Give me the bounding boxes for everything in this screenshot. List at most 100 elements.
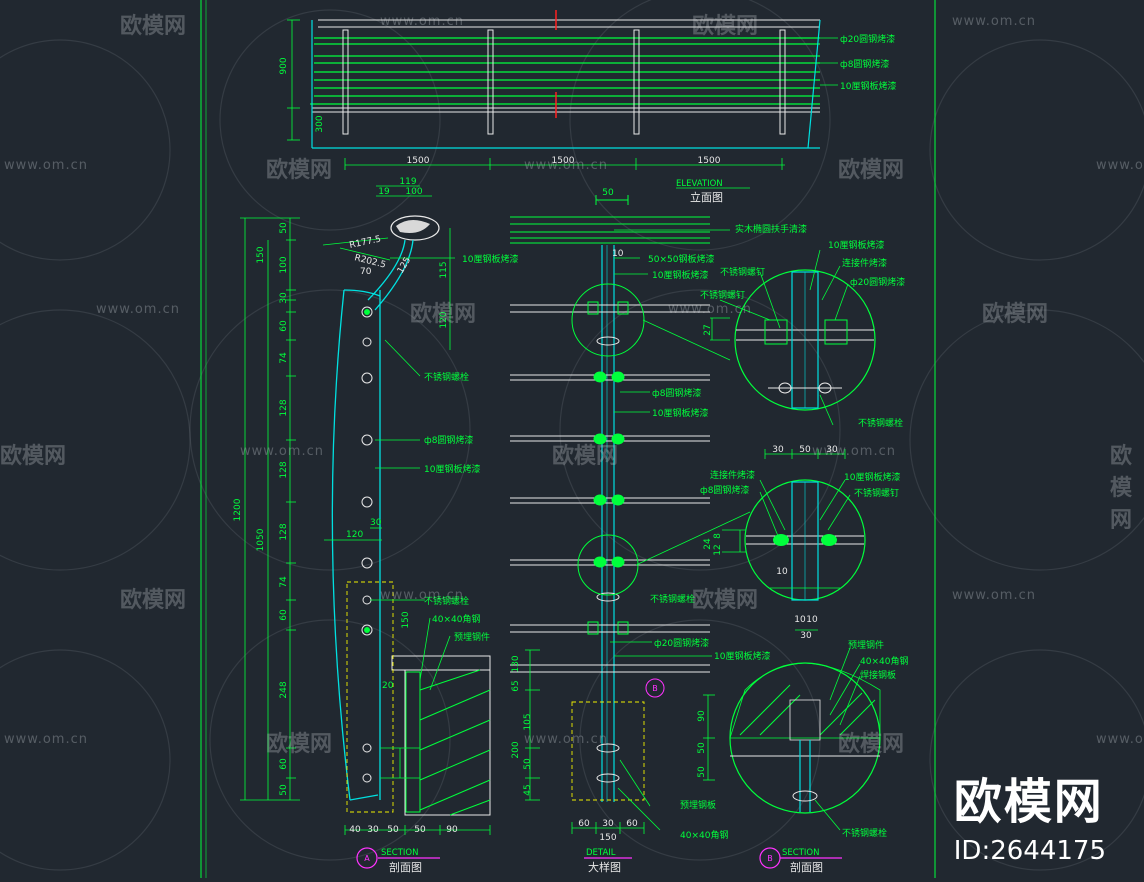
dt-dim-130: 130 xyxy=(511,655,521,672)
watermark-url: www.om.cn xyxy=(524,732,608,747)
section-a-bolt-top xyxy=(364,309,370,315)
sa-dim-19: 19 xyxy=(378,187,390,197)
watermark-url: www.om.cn xyxy=(380,14,464,29)
dt-title-en: DETAIL xyxy=(586,848,616,858)
sa-bot-50b: 50 xyxy=(414,825,426,835)
watermark-url: www.om.cn xyxy=(812,444,896,459)
watermark-logo: 欧模网 xyxy=(838,732,905,757)
sb-label-plate10: 10厘钢板烤漆 xyxy=(828,239,884,251)
sa-base-label-embed: 预埋钢件 xyxy=(454,631,490,643)
sb-mid-screw: 不锈钢螺钉 xyxy=(854,487,899,499)
elevation-rails xyxy=(312,19,820,113)
sa-seg-50b: 50 xyxy=(279,784,289,796)
watermark-logo: 欧模网 xyxy=(838,158,905,183)
sb-mid-connector: 连接件烤漆 xyxy=(710,469,755,481)
enlarge-middle xyxy=(744,479,866,601)
dt-label-angle: 40×40角钢 xyxy=(680,829,728,841)
sa-dim-120h: 120 xyxy=(346,530,363,540)
sb-dim-30b: 30 xyxy=(826,445,838,455)
detail-joints xyxy=(587,301,629,635)
sb-label-connector: 连接件烤漆 xyxy=(842,257,887,269)
watermark-url: www.om.cn xyxy=(1096,732,1144,747)
dt-dim-50: 50 xyxy=(602,188,614,198)
watermark-url: www.om.cn xyxy=(1096,158,1144,173)
sa-title-en: SECTION xyxy=(381,848,418,858)
elev-dim-1500-c: 1500 xyxy=(698,156,721,166)
sa-bot-90: 90 xyxy=(446,825,458,835)
dt-label-rod8: ф8圆钢烤漆 xyxy=(652,387,701,399)
elevation-dim-lines xyxy=(287,19,838,189)
sb-label-rod20: ф20圆钢烤漆 xyxy=(850,276,905,288)
detail-horizontal-rods xyxy=(510,304,710,673)
sa-seg-74b: 74 xyxy=(279,576,289,588)
sa-seg-128a: 128 xyxy=(279,399,289,416)
sb-dim-30a: 30 xyxy=(772,445,784,455)
elev-dim-900: 900 xyxy=(279,57,289,74)
dt-label-bolt: 不锈钢螺栓 xyxy=(650,593,695,605)
dt-label-rod20: ф20圆钢烤漆 xyxy=(654,637,709,649)
elev-title-cn: 立面图 xyxy=(690,190,723,204)
watermark-logo: 欧模网 xyxy=(0,444,67,469)
sb-mid-dim-12: 12 xyxy=(713,544,723,555)
watermark-url: www.om.cn xyxy=(380,588,464,603)
sa-seg-74a: 74 xyxy=(279,352,289,364)
sa-seg-50: 50 xyxy=(279,222,289,234)
sb-bot-dim-90: 90 xyxy=(697,710,707,722)
sa-label-plate: 10厘钢板烤漆 xyxy=(424,463,480,475)
dt-bot-60b: 60 xyxy=(626,819,638,829)
detail-ref-circle xyxy=(645,678,665,698)
sb-mid-plate10: 10厘钢板烤漆 xyxy=(844,471,900,483)
elevation-posts xyxy=(342,29,786,135)
sa-seg-128c: 128 xyxy=(279,523,289,540)
sa-title-cn: 剖面图 xyxy=(389,860,422,874)
dt-dim-200: 200 xyxy=(511,741,521,758)
sa-dim-100: 100 xyxy=(405,187,422,197)
dt-label-handrail: 实木椭圆扶手清漆 xyxy=(735,223,807,235)
detail-embed-dashed xyxy=(571,701,645,801)
sa-seg-30: 30 xyxy=(279,292,289,304)
dt-bot-60a: 60 xyxy=(578,819,590,829)
sb-bot-bolt: 不锈钢螺栓 xyxy=(842,827,887,839)
sa-label-rod: ф8圆钢烤漆 xyxy=(424,434,473,446)
detail-dim-lines xyxy=(525,229,751,834)
sa-seg-248: 248 xyxy=(279,681,289,698)
watermark-url: www.om.cn xyxy=(4,732,88,747)
sa-label-bolt: 不锈钢螺栓 xyxy=(424,371,469,383)
sa-dim-30: 30 xyxy=(370,518,382,528)
handrail-section xyxy=(390,215,440,241)
sb-mid-dim-10c: 10 xyxy=(806,615,818,625)
dt-dim-10: 10 xyxy=(612,249,624,259)
elev-dim-1500-b: 1500 xyxy=(552,156,575,166)
elev-dim-300: 300 xyxy=(315,115,325,132)
sa-seg-60a: 60 xyxy=(279,320,289,332)
elevation-ground xyxy=(311,19,821,149)
brand-logo: 欧模网 xyxy=(953,774,1104,830)
watermark-url: www.om.cn xyxy=(96,302,180,317)
elev-label-rod20: ф20圆钢烤漆 xyxy=(840,33,895,45)
dt-label-embed: 预埋钢板 xyxy=(680,799,716,811)
dt-circle-letter: B xyxy=(652,684,658,693)
section-a-view xyxy=(240,185,491,869)
elev-title-en: ELEVATION xyxy=(676,179,723,189)
watermark-logo: 欧模网 xyxy=(982,302,1049,327)
sb-bot-dim-50b: 50 xyxy=(697,766,707,778)
detail-bolt-ovals xyxy=(596,336,620,783)
enlarge-top xyxy=(734,269,876,411)
watermark-logo: 欧模网 xyxy=(266,732,333,757)
sa-radius-1: R177.5 xyxy=(349,234,382,250)
watermark-url: www.om.cn xyxy=(240,444,324,459)
dt-dim-50v: 50 xyxy=(523,758,533,770)
sb-bot-dim-50a: 50 xyxy=(697,742,707,754)
elev-label-rod8: ф8圆钢烤漆 xyxy=(840,58,889,70)
sa-circle-letter: A xyxy=(364,854,370,863)
watermark-logo: 欧模网 xyxy=(692,588,759,613)
elev-label-plate: 10厘钢板烤漆 xyxy=(840,80,896,92)
watermark-logo: 欧模网 xyxy=(692,14,759,39)
watermark-logo: 欧模网 xyxy=(120,14,187,39)
sb-mid-dim-10a: 10 xyxy=(776,567,788,577)
watermark-logo: 欧模网 xyxy=(1110,444,1133,533)
watermark-url: www.om.cn xyxy=(524,158,608,173)
brand-id: ID:2644175 xyxy=(953,836,1106,866)
